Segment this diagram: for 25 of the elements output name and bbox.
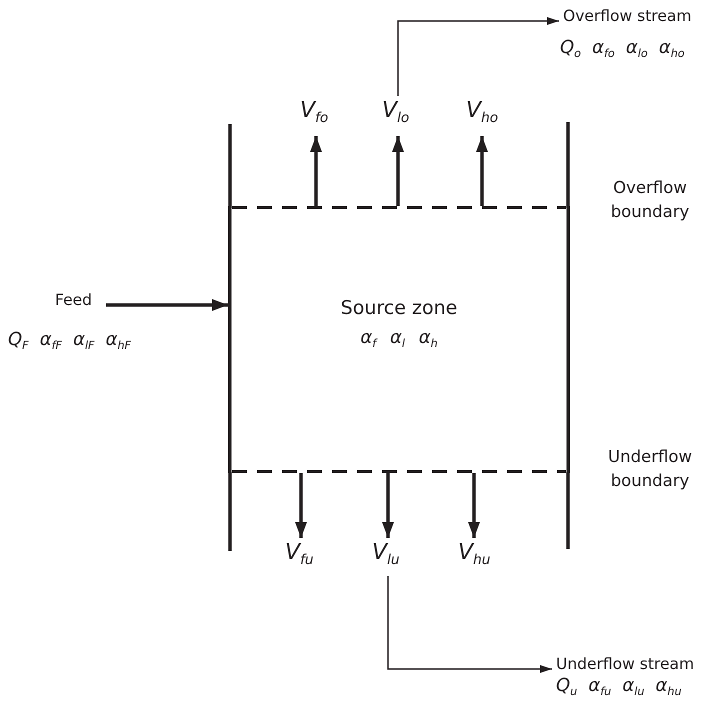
velocity-label: V$_{lu}$ bbox=[372, 540, 400, 568]
boundary-label: Underflow boundary bbox=[607, 446, 693, 492]
zone-variables: α$_{f}$ α$_{l}$ α$_{h}$ bbox=[360, 328, 438, 351]
stream-variables: Q$_{F}$ α$_{fF}$ α$_{lF}$ α$_{hF}$ bbox=[8, 330, 131, 353]
arrow bbox=[310, 136, 322, 206]
arrow bbox=[397, 17, 559, 96]
velocity-label: V$_{lo}$ bbox=[382, 98, 410, 126]
arrow bbox=[476, 136, 488, 206]
arrow bbox=[387, 576, 552, 673]
arrow bbox=[392, 136, 404, 206]
velocity-label: V$_{fu}$ bbox=[285, 540, 314, 568]
velocity-label: V$_{ho}$ bbox=[466, 98, 498, 126]
arrow bbox=[106, 299, 228, 311]
zone-title: Source zone bbox=[340, 298, 458, 320]
arrow bbox=[382, 473, 394, 538]
stream-variables: Q$_{u}$ α$_{fu}$ α$_{lu}$ α$_{hu}$ bbox=[556, 676, 682, 699]
stream-label: Underflow stream bbox=[556, 656, 694, 674]
stream-label: Overflow stream bbox=[563, 8, 692, 26]
arrow bbox=[468, 473, 480, 538]
stream-label: Feed bbox=[55, 292, 92, 310]
velocity-label: V$_{fo}$ bbox=[300, 98, 328, 126]
boundary-label: Overflow boundary bbox=[610, 177, 690, 223]
stream-variables: Q$_{o}$ α$_{fo}$ α$_{lo}$ α$_{ho}$ bbox=[560, 38, 685, 61]
arrow bbox=[295, 473, 307, 538]
velocity-label: V$_{hu}$ bbox=[458, 540, 490, 568]
